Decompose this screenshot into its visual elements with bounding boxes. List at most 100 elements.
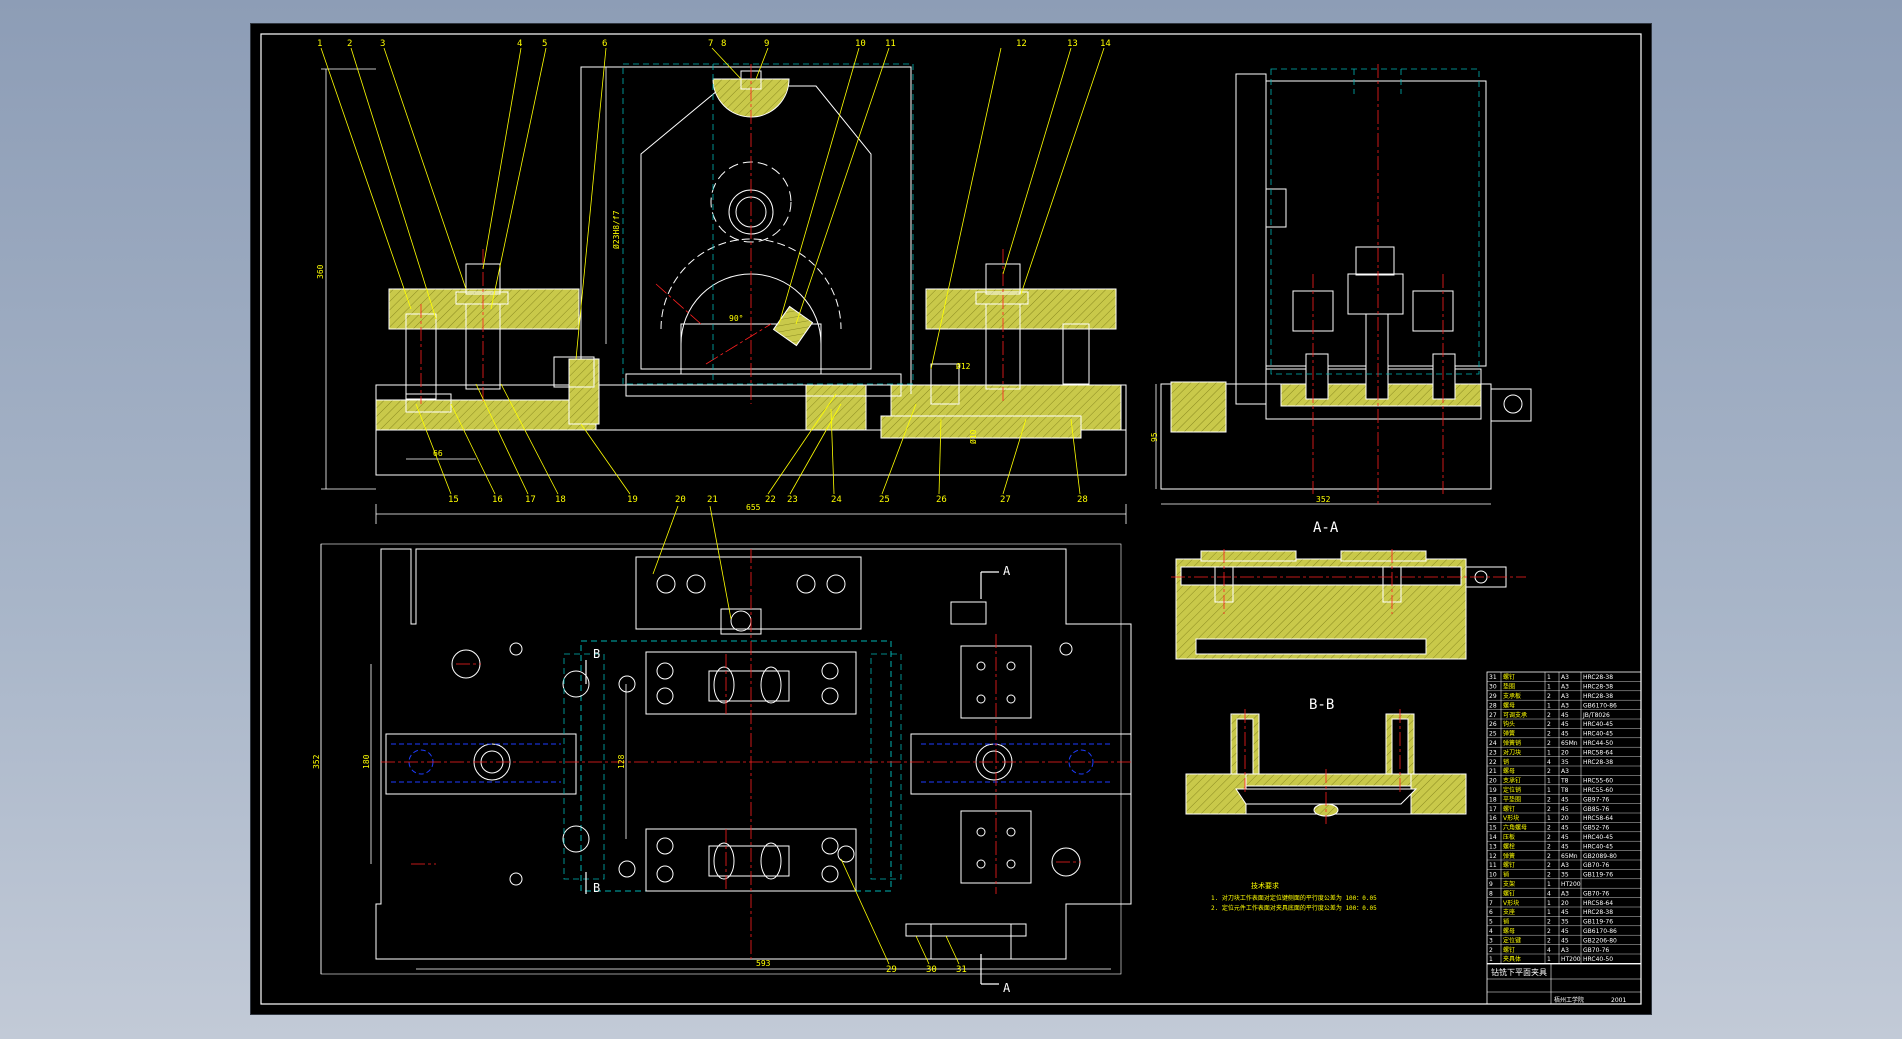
balloon-16: 16 (492, 495, 503, 505)
balloon-2: 2 (347, 39, 352, 49)
parts-cell-qty: 4 (1547, 947, 1551, 954)
plan-centerlines (381, 549, 1131, 959)
balloon-20: 20 (675, 495, 686, 505)
parts-cell-qty: 2 (1547, 731, 1551, 738)
parts-cell-name: 螺钉 (1503, 673, 1515, 681)
notes-line-1: 1. 对刀块工作表面对定位键侧面的平行度公差为 100：0.05 (1211, 894, 1377, 902)
parts-cell-no: 9 (1489, 881, 1493, 888)
balloon-29: 29 (886, 965, 897, 975)
parts-cell-mat: 45 (1561, 937, 1569, 944)
section-aa (1175, 550, 1507, 660)
parts-cell-qty: 2 (1547, 796, 1551, 803)
parts-cell-std: GB6170-86 (1583, 928, 1617, 935)
parts-cell-name: 螺钉 (1503, 805, 1515, 813)
parts-cell-qty: 2 (1547, 928, 1551, 935)
parts-cell-no: 6 (1489, 909, 1493, 916)
technical-notes: 技术要求 1. 对刀块工作表面对定位键侧面的平行度公差为 100：0.05 2.… (1211, 881, 1377, 912)
parts-cell-qty: 2 (1547, 712, 1551, 719)
parts-cell-no: 23 (1489, 749, 1497, 756)
parts-cell-no: 3 (1489, 937, 1493, 944)
title-block: 钻铣下平面夹具 梧州工学院 2001 (1486, 963, 1642, 1005)
parts-cell-name: 支座 (1503, 908, 1515, 916)
dim-plan-pitch: 128 (617, 754, 626, 769)
front-centerlines (420, 64, 1004, 404)
parts-cell-std: HRC58-64 (1583, 900, 1613, 907)
parts-cell-no: 10 (1489, 872, 1497, 879)
parts-cell-std: HRC40-50 (1583, 956, 1613, 963)
parts-cell-qty: 2 (1547, 740, 1551, 747)
parts-cell-mat: 45 (1561, 843, 1569, 850)
front-view (321, 66, 1127, 524)
parts-cell-no: 26 (1489, 721, 1497, 728)
drawing-border (260, 33, 1642, 1005)
parts-cell-std: HRC28-38 (1583, 674, 1613, 681)
parts-cell-std: GB6170-86 (1583, 702, 1617, 709)
balloon-5: 5 (542, 39, 547, 49)
dim-bore: Ø23H8/f7 (611, 210, 621, 249)
parts-cell-std: JB/T8026 (1582, 712, 1610, 719)
balloon-14: 14 (1100, 39, 1111, 49)
parts-cell-no: 13 (1489, 843, 1497, 850)
dim-pad-width: 66 (433, 449, 443, 458)
parts-cell-mat: 65Mn (1561, 740, 1578, 747)
balloon-6: 6 (602, 39, 607, 49)
parts-cell-mat: HT200 (1561, 956, 1581, 963)
parts-cell-mat: A3 (1561, 947, 1569, 954)
parts-cell-std: GB70-76 (1583, 947, 1609, 954)
parts-cell-qty: 4 (1547, 759, 1551, 766)
parts-cell-mat: HT200 (1561, 881, 1581, 888)
parts-cell-mat: 45 (1561, 928, 1569, 935)
plan-blue-lines (391, 743, 1111, 783)
parts-cell-mat: 45 (1561, 825, 1569, 832)
parts-cell-mat: 20 (1561, 749, 1569, 756)
side-dimensions: 95 352 (1150, 432, 1331, 504)
parts-cell-qty: 1 (1547, 778, 1551, 785)
balloon-26: 26 (936, 495, 947, 505)
parts-cell-name: 螺母 (1503, 767, 1515, 775)
parts-cell-mat: 35 (1561, 872, 1569, 879)
dim-side-width: 352 (1316, 495, 1331, 504)
parts-cell-name: 定位键 (1503, 936, 1521, 944)
parts-cell-no: 27 (1489, 712, 1497, 719)
parts-cell-mat: 45 (1561, 731, 1569, 738)
parts-cell-qty: 4 (1547, 890, 1551, 897)
parts-cell-std: HRC40-45 (1583, 721, 1613, 728)
company-line: 梧州工学院 (1554, 996, 1584, 1004)
parts-cell-name: 压板 (1503, 833, 1515, 841)
notes-line-2: 2. 定位元件工作表面对夹具底面的平行度公差为 100：0.05 (1211, 904, 1377, 912)
parts-cell-mat: 45 (1561, 721, 1569, 728)
parts-cell-qty: 1 (1547, 909, 1551, 916)
balloon-31: 31 (956, 965, 967, 975)
parts-cell-qty: 1 (1547, 900, 1551, 907)
parts-cell-no: 2 (1489, 947, 1493, 954)
parts-cell-std: GB2206-80 (1583, 937, 1617, 944)
dim-fit: Ø12 (956, 361, 971, 371)
balloon-18: 18 (555, 495, 566, 505)
balloon-12: 12 (1016, 39, 1027, 49)
parts-cell-name: 可调支承 (1503, 711, 1527, 719)
parts-cell-qty: 2 (1547, 768, 1551, 775)
parts-cell-name: 螺钉 (1503, 946, 1515, 954)
balloon-22: 22 (765, 495, 776, 505)
balloon-28: 28 (1077, 495, 1088, 505)
side-view (1155, 73, 1532, 505)
balloon-23: 23 (787, 495, 798, 505)
parts-cell-std: HRC58-64 (1583, 815, 1613, 822)
cut-label-a-bottom: A (1003, 981, 1011, 995)
dim-angle: 90° (729, 314, 743, 323)
balloon-1: 1 (317, 39, 322, 49)
parts-cell-mat: 45 (1561, 712, 1569, 719)
bottom-leaders (415, 383, 1081, 495)
parts-cell-qty: 2 (1547, 693, 1551, 700)
parts-cell-qty: 2 (1547, 843, 1551, 850)
parts-cell-std: HRC55-60 (1583, 778, 1613, 785)
parts-cell-mat: T8 (1560, 778, 1569, 785)
parts-cell-qty: 2 (1547, 919, 1551, 926)
parts-cell-std: HRC58-64 (1583, 749, 1613, 756)
side-hidden (1270, 68, 1480, 375)
parts-cell-name: 弹簧 (1503, 852, 1515, 860)
parts-cell-std: HRC28-38 (1583, 693, 1613, 700)
parts-cell-name: V形块 (1503, 814, 1519, 822)
parts-cell-no: 22 (1489, 759, 1497, 766)
